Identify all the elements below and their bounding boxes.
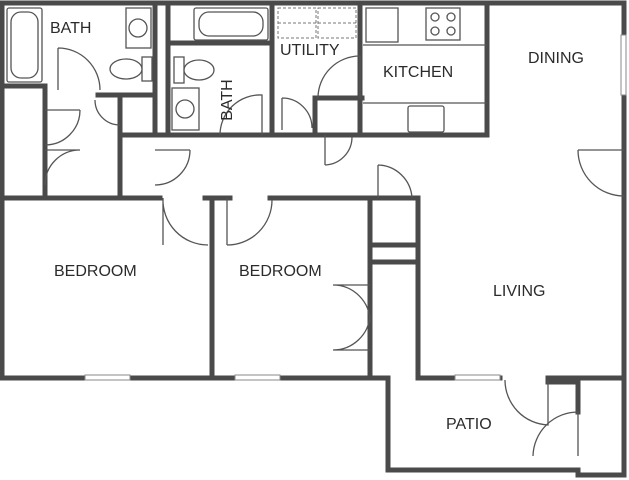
label-utility: UTILITY: [280, 42, 340, 59]
label-kitchen: KITCHEN: [383, 64, 453, 81]
label-living: LIVING: [493, 283, 545, 300]
stove: [425, 7, 461, 41]
toilet-center: [173, 56, 185, 84]
toilet-left: [141, 56, 153, 82]
room-labels: BATH BATH UTILITY KITCHEN DINING BEDROOM…: [50, 20, 584, 433]
windows: [84, 34, 627, 381]
label-bedroom-left: BEDROOM: [54, 263, 137, 280]
doors: [44, 47, 625, 457]
refrigerator: [365, 7, 399, 43]
label-dining: DINING: [528, 50, 584, 67]
fixtures: [6, 7, 487, 133]
label-bath-center: BATH: [219, 79, 236, 120]
kitchen-sink: [407, 105, 445, 133]
label-bedroom-center: BEDROOM: [239, 263, 322, 280]
label-patio: PATIO: [446, 416, 492, 433]
label-bath-left: BATH: [50, 20, 91, 37]
